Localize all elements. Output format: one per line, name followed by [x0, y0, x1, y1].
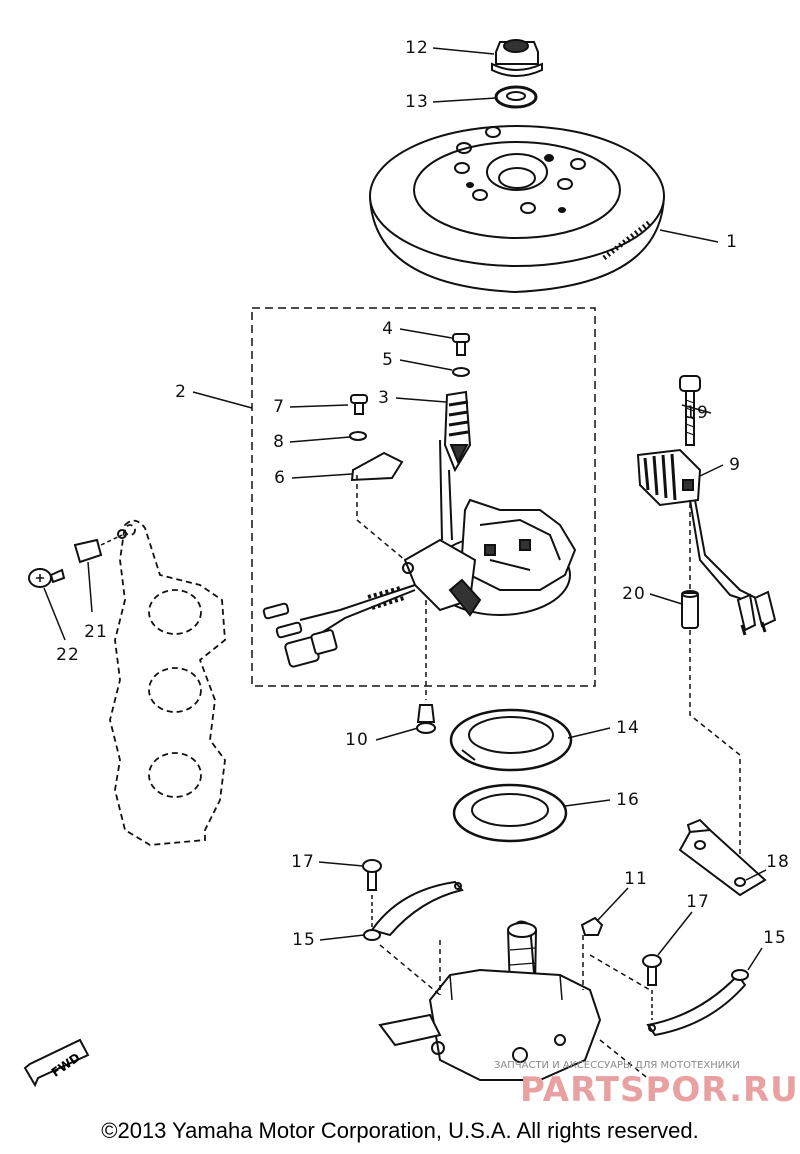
- bracket-part: [678, 818, 767, 897]
- collar-part: [681, 503, 741, 880]
- gasket-part: [452, 783, 568, 843]
- bracket-part: [73, 538, 103, 564]
- callout-label: 15: [763, 928, 787, 948]
- callout-label: 4: [382, 319, 394, 339]
- screw-part: [362, 859, 382, 891]
- nut-part: [491, 39, 543, 77]
- callout-label: 19: [685, 403, 709, 423]
- callout-label: 21: [84, 622, 108, 642]
- callout-label: 18: [766, 852, 790, 872]
- callout-label: 22: [56, 645, 80, 665]
- screw-part: [642, 954, 662, 986]
- callout-label: 20: [622, 584, 646, 604]
- retainer-bracket-part: [363, 880, 464, 941]
- nipple-part: [416, 600, 436, 734]
- pulser-coil-part: [439, 390, 472, 541]
- copyright-notice: ©2013 Yamaha Motor Corporation, U.S.A. A…: [101, 1118, 699, 1143]
- washer-part: [494, 85, 538, 109]
- lock-washer-part: [452, 367, 470, 377]
- stator-assembly-outline: [251, 307, 596, 687]
- callout-label: 10: [345, 730, 369, 750]
- callout-label: 2: [175, 382, 187, 402]
- callout-label: 7: [273, 397, 285, 417]
- watermark-logo: PARTSPOR.RU: [520, 1070, 799, 1110]
- intake-manifold-part: [109, 519, 226, 846]
- screw-part: [28, 568, 66, 588]
- flywheel-part: [369, 125, 665, 294]
- key-part: [580, 916, 604, 936]
- callout-label: 13: [405, 92, 429, 112]
- wire-harness-part: [262, 584, 416, 668]
- callout-label: 17: [686, 892, 710, 912]
- watermark-caption: ЗАПЧАСТИ И АКСЕССУАРЫ ДЛЯ МОТОТЕХНИКИ: [494, 1060, 740, 1071]
- crankcase-part: [378, 920, 651, 1081]
- rectifier-part: [636, 448, 777, 636]
- callout-label: 8: [273, 432, 285, 452]
- plate-part: [350, 451, 404, 482]
- retainer-bracket-part: [646, 969, 749, 1037]
- callout-label: 11: [624, 869, 648, 889]
- screw-part: [452, 333, 470, 356]
- callout-label: 14: [616, 718, 640, 738]
- callout-label: 12: [405, 38, 429, 58]
- callout-label: 3: [378, 388, 390, 408]
- bolt-part: [679, 375, 701, 446]
- forward-arrow-icon: [23, 1038, 90, 1088]
- ring-part: [449, 708, 573, 772]
- callout-label: 9: [729, 455, 741, 475]
- callout-label: 17: [291, 852, 315, 872]
- washer-part: [349, 431, 367, 441]
- callout-label: 6: [274, 468, 286, 488]
- stator-base-part: [402, 498, 577, 617]
- callout-label: 15: [292, 930, 316, 950]
- callout-label: 16: [616, 790, 640, 810]
- screw-part: [350, 394, 368, 415]
- callout-label: 5: [382, 350, 394, 370]
- callout-label: 1: [726, 232, 738, 252]
